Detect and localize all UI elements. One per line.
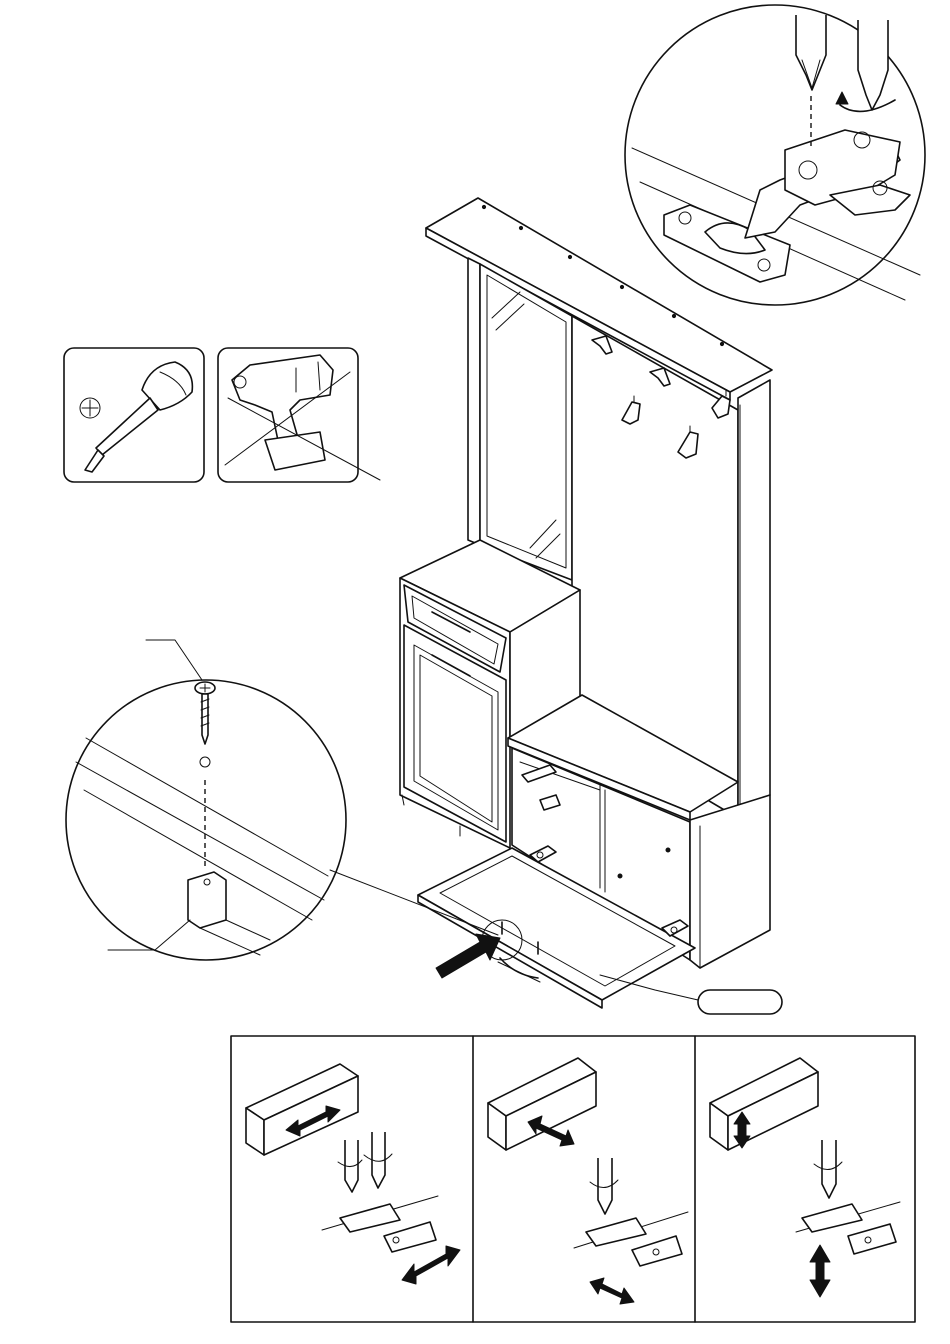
height-adjustment-panel <box>710 1058 900 1297</box>
depth-adjustment-panel <box>488 1058 688 1304</box>
hallway-unit <box>400 198 772 1008</box>
screw-icon <box>195 682 215 744</box>
double-arrow-diagonal-depth <box>590 1278 634 1304</box>
double-arrow-diagonal <box>402 1246 460 1284</box>
double-arrow-vertical <box>810 1245 830 1297</box>
adjustment-panels <box>231 1036 915 1322</box>
hinge-detail-callout <box>625 5 925 305</box>
lateral-adjustment-panel <box>246 1064 460 1284</box>
screwdriver-icon <box>85 362 192 472</box>
cordless-drill-box <box>218 348 380 482</box>
direction-arrow <box>436 934 500 978</box>
screwdriver-tool-box <box>64 348 204 482</box>
drill-icon <box>232 355 333 470</box>
